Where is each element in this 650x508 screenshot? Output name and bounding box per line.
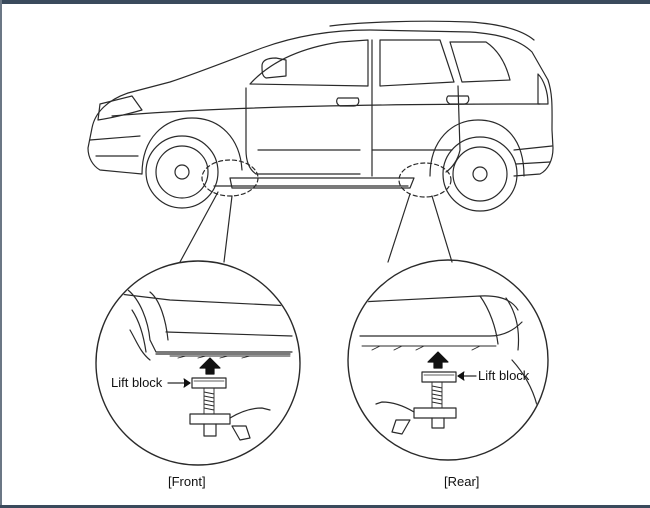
rear-door-window	[379, 39, 455, 87]
front-lift-screw	[203, 387, 215, 415]
rear-door-handle	[446, 95, 470, 105]
front-jack-arm	[229, 407, 271, 441]
rear-wheel-arch	[429, 119, 525, 177]
front-lift-block	[191, 377, 227, 389]
rear-jack-arm	[375, 401, 415, 435]
rear-lift-point-marker	[398, 162, 452, 198]
top-frame-rule	[0, 0, 650, 4]
front-up-arrow	[199, 357, 221, 375]
front-callout-lines	[179, 191, 233, 263]
rear-detail-view	[347, 259, 549, 461]
door-cut-lines	[245, 39, 461, 177]
headlight	[97, 95, 143, 121]
front-door-handle	[336, 97, 360, 107]
front-jack-saddle	[189, 413, 231, 425]
rear-lamp	[537, 73, 549, 105]
front-lift-block-label: Lift block	[111, 375, 163, 390]
rear-quarter-window	[449, 41, 511, 83]
front-detail-circle	[95, 260, 301, 466]
rear-up-arrow	[427, 351, 449, 369]
roof-rail	[329, 20, 535, 41]
rear-jack-saddle	[413, 407, 457, 419]
vehicle-side-view	[87, 20, 554, 212]
front-wheel	[145, 135, 219, 209]
body-crease	[111, 103, 541, 117]
front-door-window	[249, 39, 369, 87]
rear-lift-block	[421, 371, 457, 383]
side-sill	[229, 177, 415, 189]
rear-lift-screw	[431, 381, 443, 409]
front-caption: [Front]	[168, 474, 206, 489]
rear-caption: [Rear]	[444, 474, 480, 489]
front-detail-view	[95, 260, 301, 466]
side-mirror	[261, 57, 287, 79]
front-lift-point-marker	[201, 159, 259, 197]
vehicle-body-outline	[87, 29, 554, 187]
rear-lift-block-label: Lift block	[478, 368, 530, 383]
bottom-frame-rule	[0, 505, 650, 508]
rear-wheel	[442, 136, 518, 212]
rear-callout-lines	[387, 193, 453, 263]
front-wheel-arch	[141, 117, 243, 175]
rear-detail-circle	[347, 259, 549, 461]
left-frame-rule	[0, 0, 2, 508]
front-bumper	[89, 135, 141, 157]
